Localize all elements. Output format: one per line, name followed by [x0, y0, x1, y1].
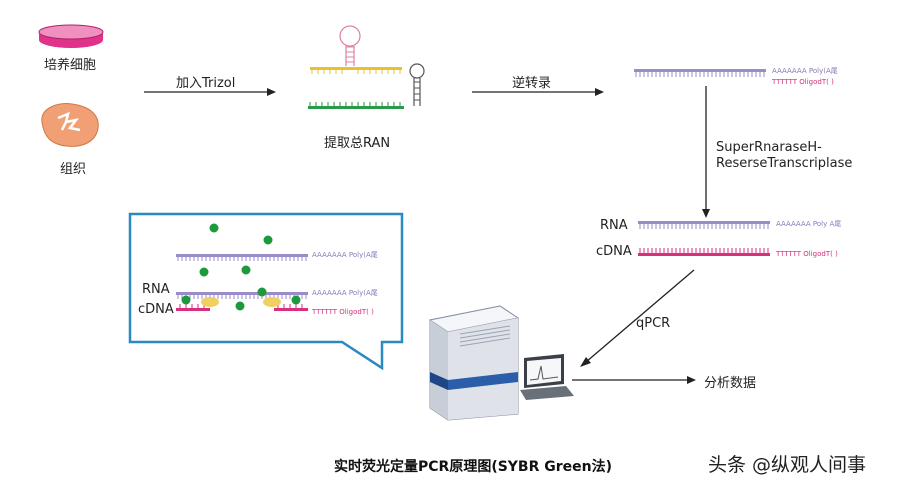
watermark: 头条 @纵观人间事	[708, 454, 867, 476]
figure-caption: 实时荧光定量PCR原理图(SYBR Green法)	[334, 459, 613, 475]
inset-cdna-label: cDNA	[138, 302, 174, 317]
oligo-dt-tag-3: TTTTTT OligodT( )	[312, 308, 374, 316]
inset-rna-top	[176, 254, 308, 261]
arrow-analyze	[572, 376, 696, 384]
add-trizol-label: 加入Trizol	[176, 76, 236, 91]
poly-a-tag-4: AAAAAAA Poly(A尾	[312, 289, 378, 297]
rna-strand-top	[634, 69, 766, 77]
arrow-add-trizol	[144, 88, 276, 96]
arrow-down-enzyme	[702, 86, 710, 218]
poly-a-tag-3: AAAAAAA Poly(A尾	[312, 251, 378, 259]
cultured-cells-label: 培养细胞	[44, 58, 97, 73]
tissue-icon	[41, 103, 99, 147]
reverse-transcription-label: 逆转录	[512, 76, 552, 91]
pcr-machine-icon	[428, 305, 574, 421]
arrow-reverse-transcription	[472, 88, 604, 96]
cdna-label: cDNA	[596, 244, 632, 259]
extract-rna-label: 提取总RAN	[324, 136, 391, 151]
extracted-rna-strands	[308, 25, 425, 109]
enzyme-label-line1: SuperRnaraseH-	[716, 140, 822, 155]
enzyme-label-line2: ReserseTranscriplase	[716, 156, 853, 171]
rna-strand-pair	[638, 221, 770, 229]
petri-dish-icon	[38, 24, 104, 48]
poly-a-tag-1: AAAAAAA Poly(A尾	[772, 67, 838, 75]
inset-rna-label: RNA	[142, 282, 170, 297]
qpcr-label: qPCR	[636, 316, 671, 331]
analyze-data-label: 分析数据	[704, 376, 757, 391]
rna-label: RNA	[600, 218, 628, 233]
oligo-dt-tag-2: TTTTTT OligodT( )	[776, 250, 838, 258]
inset-cdna-strands	[176, 297, 308, 311]
oligo-dt-tag-1: TTTTTT OligodT( )	[772, 78, 834, 86]
tissue-label: 组织	[60, 162, 87, 177]
cdna-strand-pair	[638, 248, 770, 256]
arrow-qpcr	[580, 269, 695, 367]
poly-a-tag-2: AAAAAAA Poly A尾	[776, 220, 842, 228]
sybr-dye-dots	[181, 223, 301, 311]
